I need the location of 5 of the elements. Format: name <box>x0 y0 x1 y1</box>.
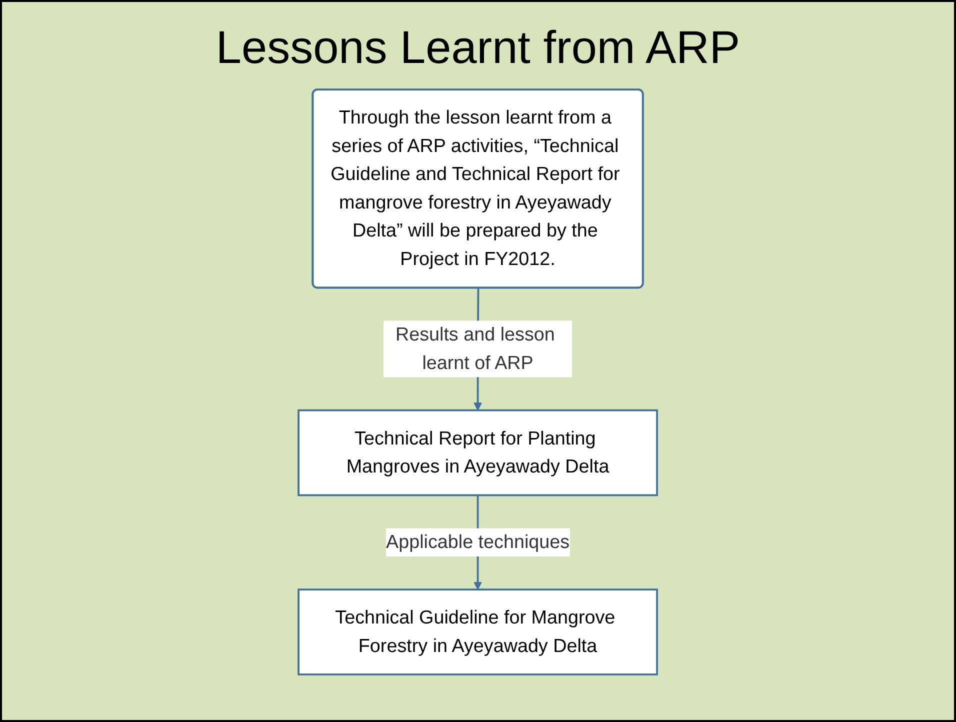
edge-label: Results and lesson learnt of ARP <box>396 324 556 374</box>
edge-label: Applicable techniques <box>386 532 570 553</box>
node-box: Technical Report for Planting Mangroves in Ayeyawady Delta <box>298 409 658 496</box>
diagram-title: Lessons Learnt from ARP <box>216 20 740 74</box>
node-box: Technical Guideline for Mangrove Forestry in Ayeyawady Delta <box>298 588 658 676</box>
